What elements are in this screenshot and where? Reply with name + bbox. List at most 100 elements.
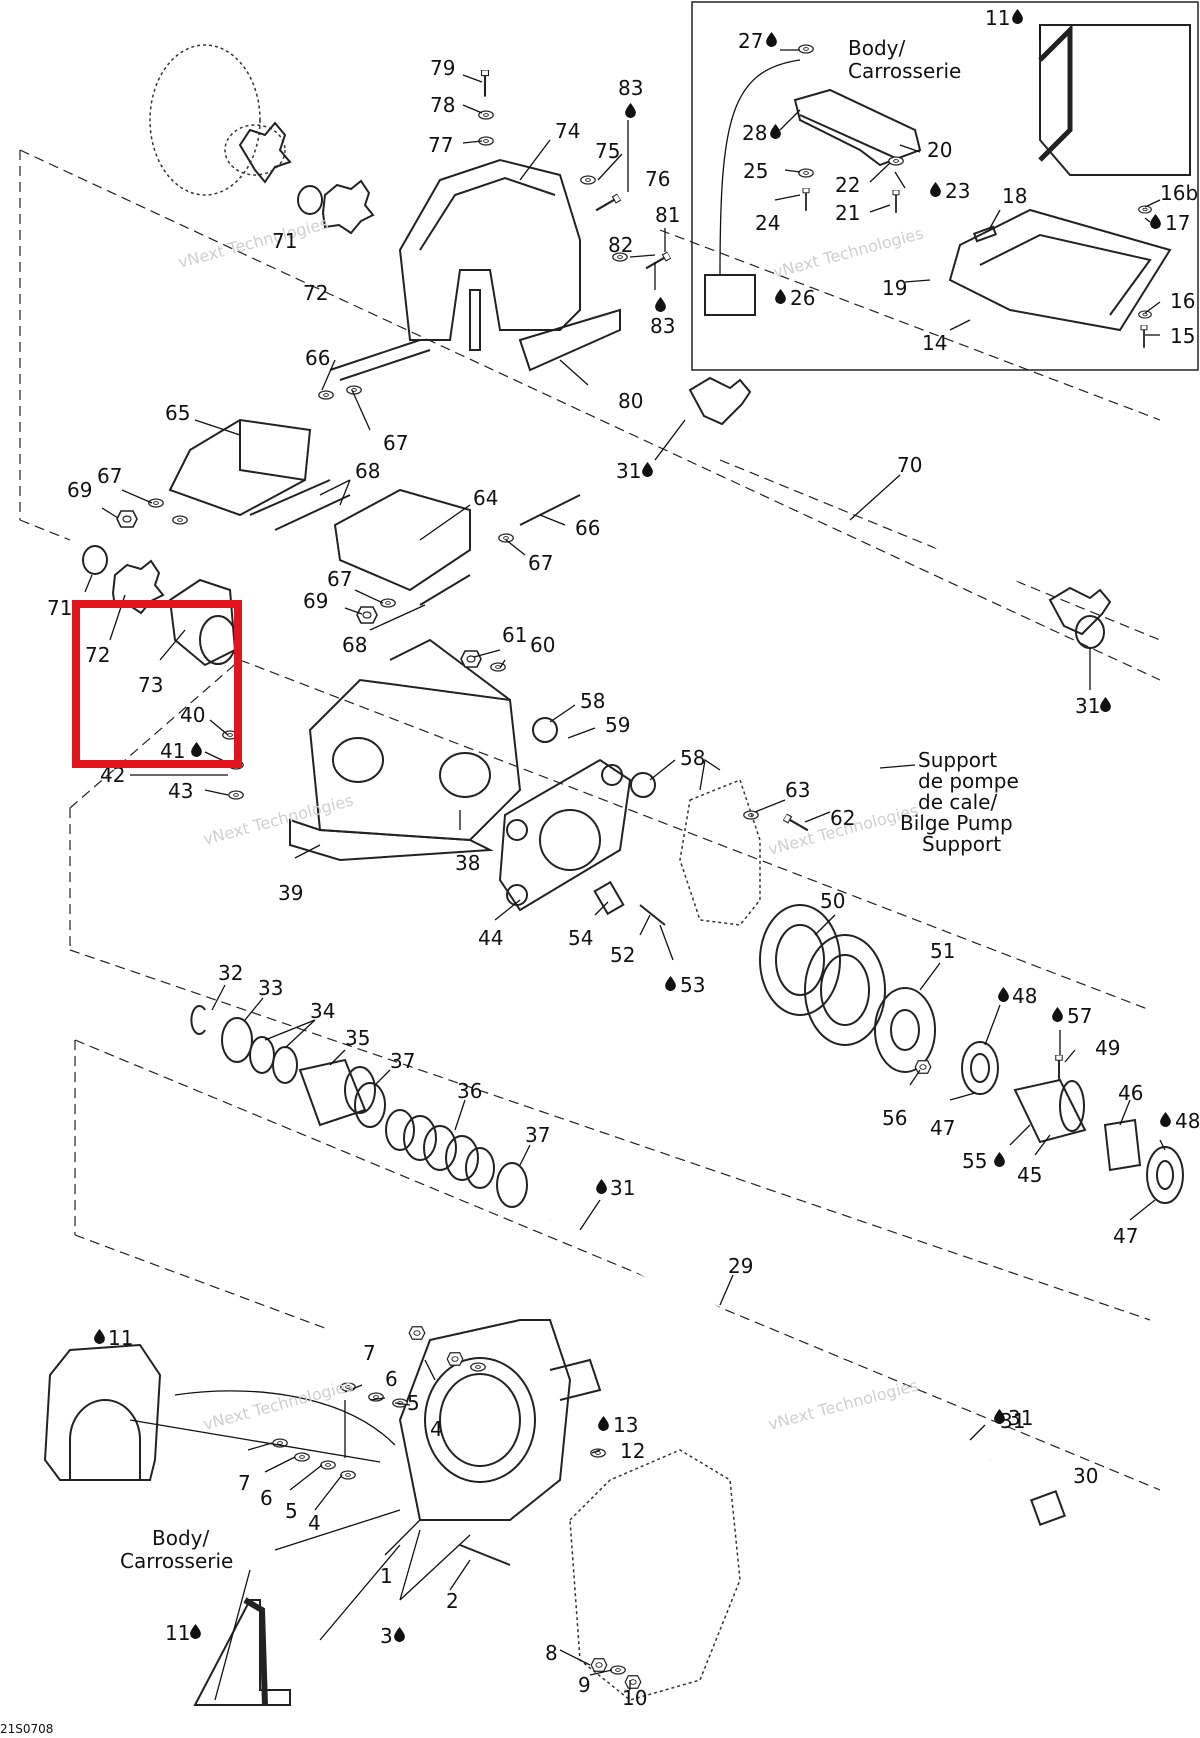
part-callout-55: 55 <box>962 1149 987 1173</box>
bilge-label-line1: Support <box>918 748 997 772</box>
part-callout-70: 70 <box>897 453 922 477</box>
inset-bracket-20 <box>793 88 922 167</box>
plate-44 <box>498 758 632 912</box>
part-callout-6b: 6 <box>260 1486 273 1510</box>
drop-icon <box>625 103 636 118</box>
part-callout-64: 64 <box>473 486 498 510</box>
part-callout-34: 34 <box>310 999 335 1023</box>
body-label-bottom-line1: Body/ <box>152 1526 209 1550</box>
part-callout-67b: 67 <box>97 464 122 488</box>
drop-icon <box>1150 214 1161 229</box>
inset-skeg-14 <box>948 208 1172 332</box>
part-callout-4a: 4 <box>430 1417 443 1441</box>
watermark-5: vNext Technologies <box>201 1375 355 1433</box>
part-callouts: 79 78 77 74 83 75 76 81 82 83 71 72 66 6… <box>47 6 1200 1710</box>
drop-icon <box>998 987 1009 1002</box>
watermark-2: vNext Technologies <box>771 223 925 281</box>
inset-frame <box>691 1 1199 371</box>
pump-support-1 <box>398 1319 602 1521</box>
part-callout-35: 35 <box>345 1026 370 1050</box>
part-callout-29: 29 <box>728 1254 753 1278</box>
drop-icon <box>1012 9 1023 24</box>
part-callout-19: 19 <box>882 276 907 300</box>
bilge-label-line2: de pompe <box>918 769 1019 793</box>
part-callout-83b: 83 <box>650 314 675 338</box>
body-label-bottom-line2: Carrosserie <box>120 1549 233 1573</box>
part-callout-48a: 48 <box>1012 984 1037 1008</box>
drop-icon <box>775 289 786 304</box>
part-callout-66a: 66 <box>305 346 330 370</box>
part-callout-67c: 67 <box>528 551 553 575</box>
part-callout-32: 32 <box>218 961 243 985</box>
part-callout-43: 43 <box>168 779 193 803</box>
part-callout-41: 41 <box>160 739 185 763</box>
part-callout-75: 75 <box>595 139 620 163</box>
part-callout-47b: 47 <box>1113 1224 1138 1248</box>
part-callout-38: 38 <box>455 851 480 875</box>
part-callout-65: 65 <box>165 401 190 425</box>
watermark-3: vNext Technologies <box>201 790 355 848</box>
body-label-top-line2: Carrosserie <box>848 59 961 83</box>
inset-plate-11 <box>1038 23 1191 176</box>
drive-shaft-29 <box>547 1216 993 1464</box>
part-callout-31a: 31 <box>610 1176 635 1200</box>
part-callout-24: 24 <box>755 211 780 235</box>
part-callout-69b: 69 <box>303 589 328 613</box>
part-callout-5b: 5 <box>285 1499 298 1523</box>
bracket-65 <box>168 418 312 517</box>
cover-74 <box>398 158 621 372</box>
part-callout-36: 36 <box>457 1079 482 1103</box>
leader-lines <box>84 25 1166 1701</box>
bilge-label-line3: de cale/ <box>918 790 997 814</box>
gaskets-50 <box>759 904 886 1046</box>
coupler-top-left <box>149 44 375 235</box>
part-callout-25: 25 <box>743 159 768 183</box>
part-callout-82: 82 <box>608 233 633 257</box>
coupler-middle-left <box>82 545 237 667</box>
drop-icon <box>190 1624 201 1639</box>
part-callout-46: 46 <box>1118 1081 1143 1105</box>
part-callout-28: 28 <box>742 121 767 145</box>
part-callout-16b: 16b <box>1160 181 1198 205</box>
body-label-bottom: Body/ Carrosserie <box>120 1526 233 1573</box>
part-callout-52: 52 <box>610 943 635 967</box>
part-callout-31c: 31 <box>616 459 641 483</box>
part-callout-53: 53 <box>680 973 705 997</box>
part-callout-2: 2 <box>446 1589 459 1613</box>
part-callout-31d: 31 <box>1075 694 1100 718</box>
part-callout-39: 39 <box>278 881 303 905</box>
part-callout-58a: 58 <box>580 689 605 713</box>
part-callout-16: 16 <box>1170 289 1195 313</box>
part-callout-9: 9 <box>578 1673 591 1697</box>
part-callout-40: 40 <box>180 703 205 727</box>
part-callout-54: 54 <box>568 926 593 950</box>
part-callout-45: 45 <box>1017 1163 1042 1187</box>
part-callout-66b: 66 <box>575 516 600 540</box>
part-callout-59: 59 <box>605 713 630 737</box>
drop-icon <box>665 976 676 991</box>
part-callout-49: 49 <box>1095 1036 1120 1060</box>
part-callout-17: 17 <box>1165 211 1190 235</box>
part-callout-71a: 71 <box>272 229 297 253</box>
part-callout-1: 1 <box>380 1564 393 1588</box>
drop-icon <box>94 1329 105 1344</box>
drop-icon <box>596 1179 607 1194</box>
part-callout-10: 10 <box>622 1686 647 1710</box>
bracket-64 <box>333 488 471 592</box>
part-callout-12: 12 <box>620 1439 645 1463</box>
part-callout-11b: 11 <box>165 1621 190 1645</box>
part-callout-63: 63 <box>785 778 810 802</box>
drop-icon <box>642 462 653 477</box>
part-callout-23: 23 <box>945 179 970 203</box>
part-callout-56: 56 <box>882 1106 907 1130</box>
part-callout-20: 20 <box>927 138 952 162</box>
part-callout-22: 22 <box>835 173 860 197</box>
part-callout-50: 50 <box>820 889 845 913</box>
part-callout-48b: 48 <box>1175 1109 1200 1133</box>
part-callout-73: 73 <box>138 673 163 697</box>
part-callout-21: 21 <box>835 201 860 225</box>
part-callout-13: 13 <box>613 1413 638 1437</box>
drawing-code: 21S0708 <box>0 1722 53 1736</box>
part-callout-44: 44 <box>478 926 503 950</box>
